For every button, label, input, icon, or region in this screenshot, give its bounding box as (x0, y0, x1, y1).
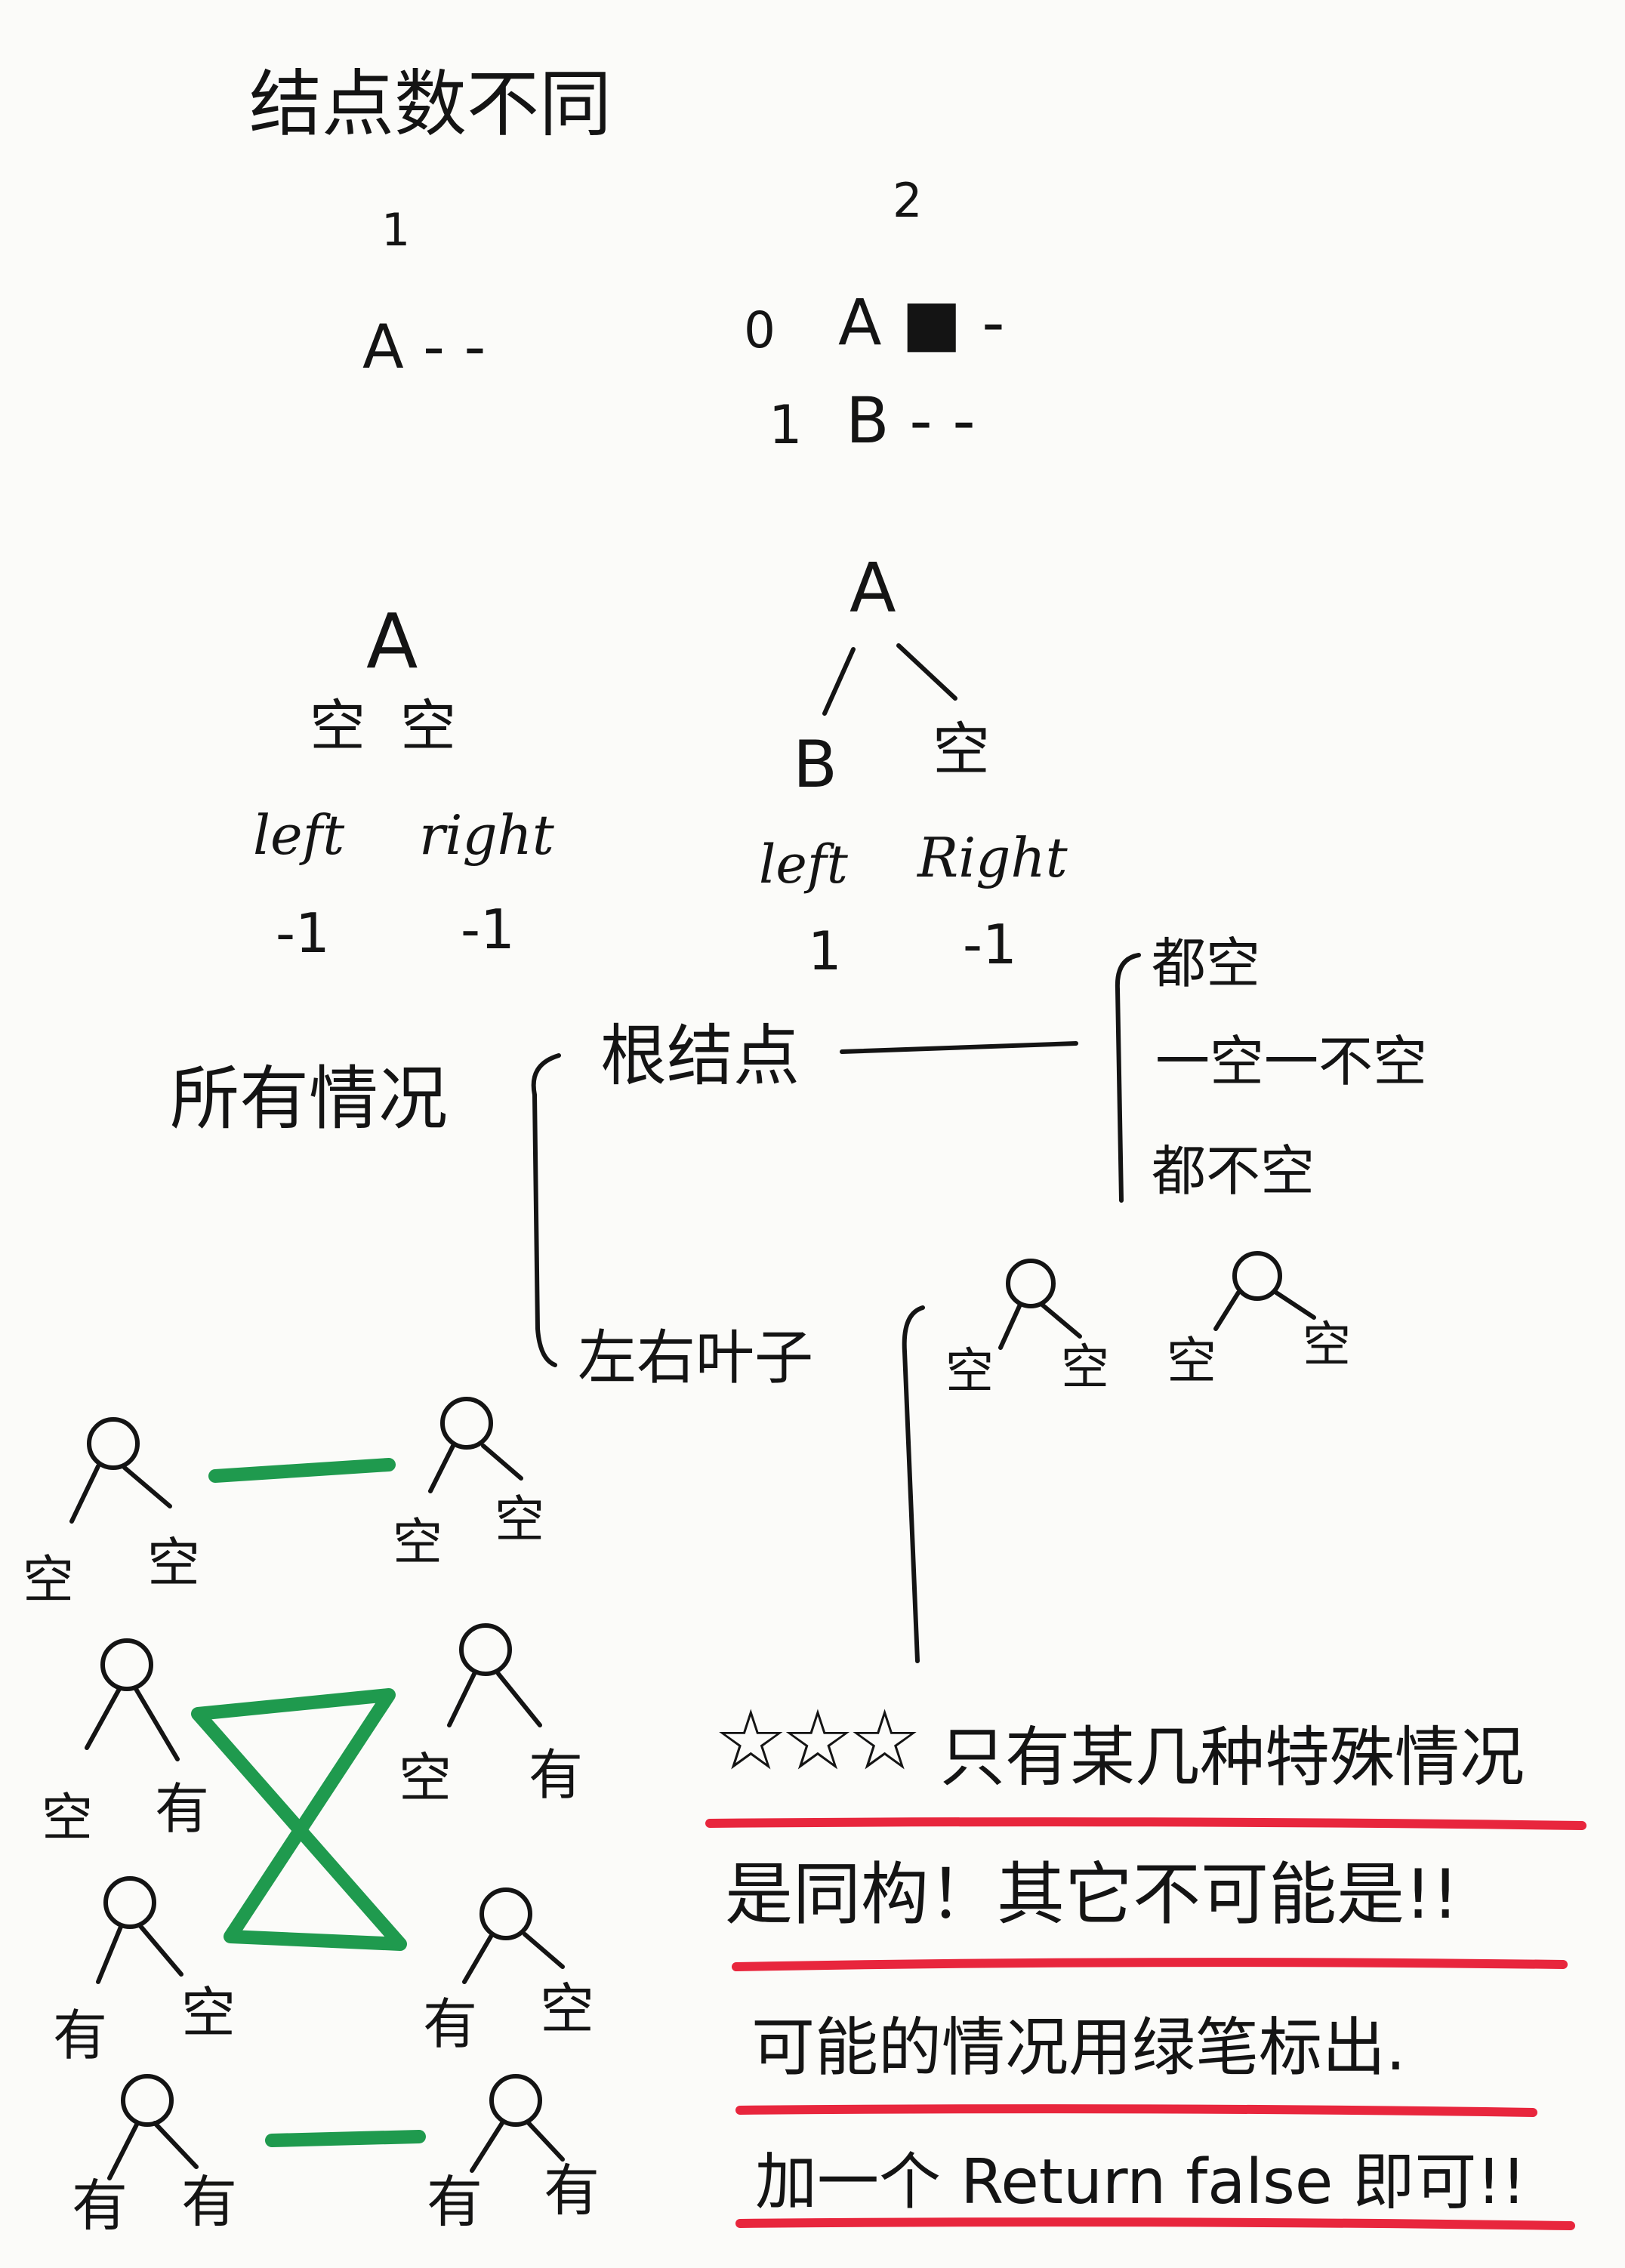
case2-right-child: 空 (933, 716, 990, 783)
star-marks: ☆☆☆ (714, 1692, 922, 1789)
children-diagram-left: 空 (1167, 1332, 1216, 1390)
tree-edge-right (896, 643, 957, 701)
children-diagram-left: 空 (945, 1344, 994, 1400)
root-connector-line (840, 1041, 1078, 1054)
green-marks (191, 1458, 426, 2147)
pair-right-l: 有 (427, 2170, 483, 2235)
page-title: 结点数不同 (249, 62, 612, 146)
case2-row-text: B - - (846, 384, 976, 458)
all-cases-label: 所有情况 (170, 1059, 449, 1139)
root-node-label: 根结点 (600, 1017, 800, 1095)
case2-row-index: 1 (769, 394, 803, 456)
pair-right-r: 空 (540, 1977, 595, 2041)
case2-right-label: Right (917, 826, 1068, 889)
case2-number: 2 (893, 173, 923, 228)
children-diagram-right: 空 (1061, 1340, 1109, 1396)
case1-root: A (366, 597, 418, 686)
root-option: 都不空 (1152, 1139, 1315, 1203)
green-hourglass (191, 1688, 407, 1951)
note-line: 加一个 Return false 即可!! (755, 2146, 1527, 2218)
root-option: 一空一不空 (1155, 1030, 1428, 1093)
case1-right-child: 空 (400, 694, 456, 759)
node-circle (100, 1638, 153, 1691)
node-circle (87, 1417, 140, 1470)
pair-left-l: 有 (72, 2174, 128, 2239)
root-option: 都空 (1152, 932, 1261, 995)
case1-left-child: 空 (310, 694, 365, 759)
brace-all-cases (531, 1053, 561, 1367)
children-diagram-right: 空 (1303, 1317, 1351, 1373)
case2-right-value: -1 (963, 913, 1017, 976)
pair-right-l: 空 (393, 1513, 442, 1571)
node-circle (1006, 1259, 1056, 1308)
pair-right-r: 有 (529, 1743, 584, 1807)
pair-right-r: 有 (544, 2159, 600, 2223)
note-line: 是同构！其它不可能是!! (725, 1855, 1460, 1934)
case2-left-child: B (793, 727, 837, 803)
case2-left-value: 1 (808, 920, 842, 982)
children-label: 左右叶子 (578, 1324, 814, 1392)
pair-right-l: 空 (399, 1747, 452, 1809)
pair-left-l: 有 (53, 2004, 108, 2067)
node-circle (1232, 1251, 1282, 1301)
node-circle (440, 1397, 493, 1450)
case1-left-value: -1 (276, 901, 330, 965)
pair-right-r: 空 (495, 1490, 544, 1548)
node-circle (489, 2074, 542, 2127)
case1-row: A - - (362, 312, 486, 382)
node-circle (479, 1887, 532, 1940)
note-line: 可能的情况用绿笔标出. (751, 2011, 1406, 2085)
pair-left-r: 空 (181, 1981, 236, 2045)
tree-edge-left (822, 647, 856, 716)
case2-row-index: 0 (744, 301, 775, 359)
node-circle (121, 2074, 174, 2127)
pair-left-r: 有 (155, 1777, 210, 1841)
note-line: 只有某几种特殊情况 (940, 1720, 1525, 1795)
pair-left-r: 空 (147, 1532, 200, 1594)
red-underlines (705, 1817, 1586, 2230)
node-circle (459, 1623, 512, 1676)
children-connector-line (902, 1305, 925, 1663)
pair-right-l: 有 (423, 1992, 478, 2056)
brace-root-options (1115, 953, 1141, 1203)
pair-left-l: 空 (23, 1551, 75, 1610)
case1-right-label: right (419, 803, 554, 867)
case1-right-value: -1 (461, 898, 515, 961)
case2-row-text: A ■ - (838, 285, 1005, 359)
green-link-4 (265, 2130, 426, 2147)
case2-root: A (850, 549, 896, 628)
case2-left-label: left (759, 834, 848, 895)
case1-left-label: left (253, 803, 345, 867)
node-circle (103, 1876, 156, 1929)
pair-left-l: 空 (42, 1789, 94, 1848)
case1-number: 1 (381, 204, 411, 257)
pair-left-r: 有 (181, 2170, 237, 2235)
green-link-1 (208, 1458, 396, 1483)
